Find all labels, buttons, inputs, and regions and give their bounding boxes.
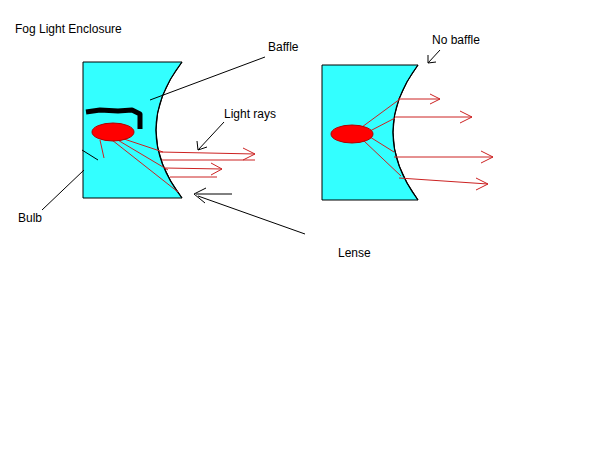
light-rays bbox=[362, 94, 493, 190]
part-label: No baffle bbox=[432, 33, 480, 47]
light-rays bbox=[100, 137, 255, 192]
bulb bbox=[331, 125, 373, 143]
part-label: Bulb bbox=[18, 211, 42, 225]
part-label: Lense bbox=[338, 246, 371, 260]
part-label: Baffle bbox=[268, 40, 298, 54]
right-enclosure bbox=[322, 65, 493, 200]
part-label: Light rays bbox=[224, 107, 276, 121]
bulb bbox=[92, 123, 134, 141]
leader-lines bbox=[42, 50, 440, 234]
title: Fog Light Enclosure bbox=[15, 22, 122, 36]
left-enclosure bbox=[83, 62, 255, 198]
